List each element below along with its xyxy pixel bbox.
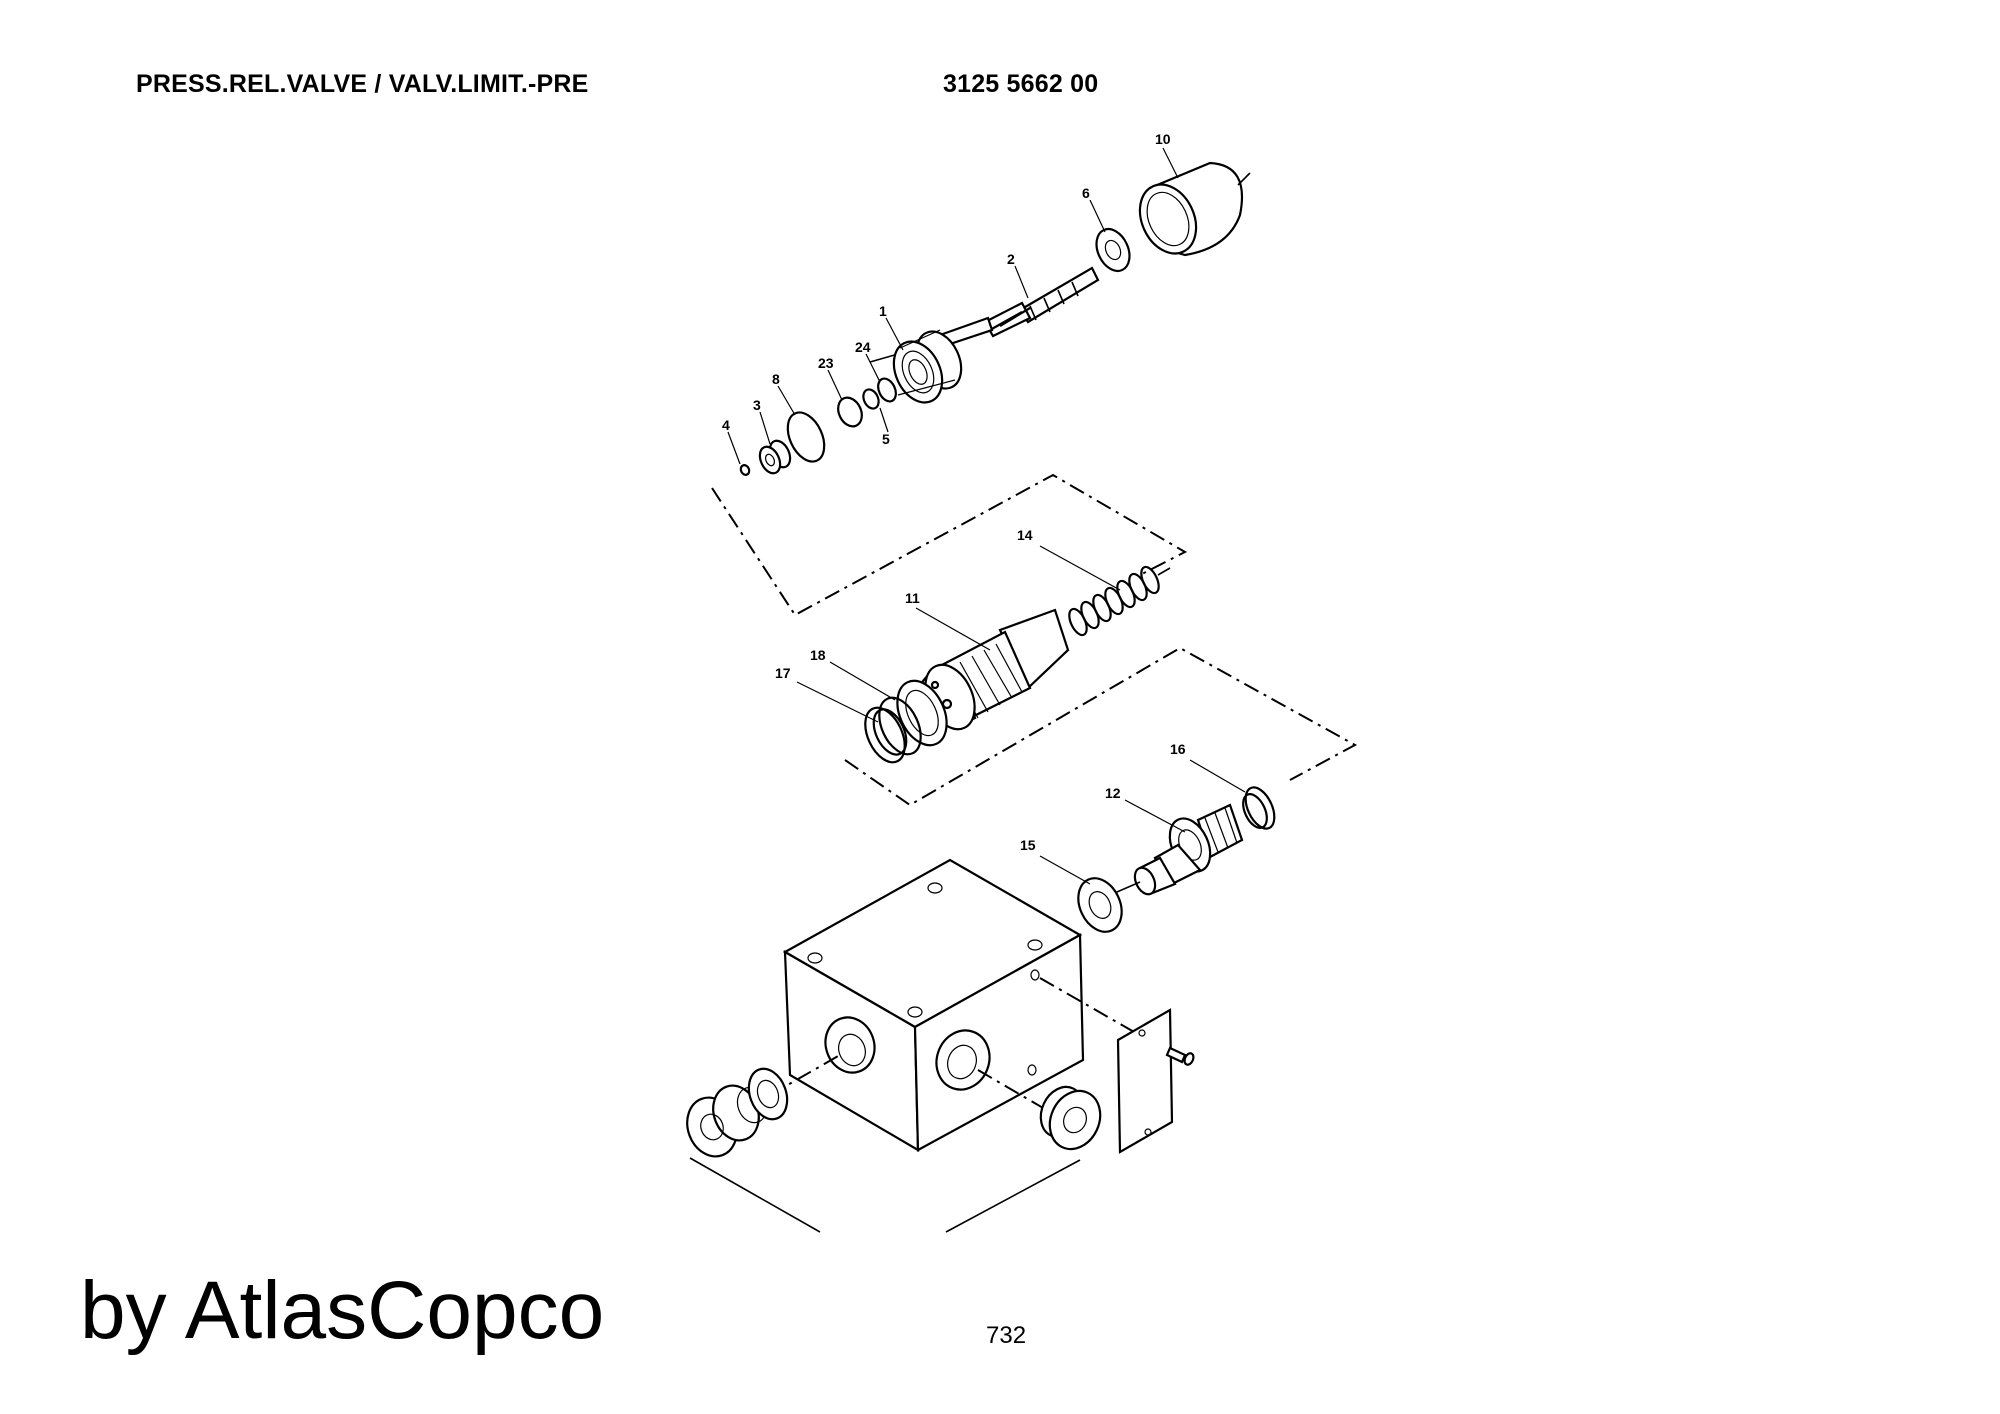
part-5-ring xyxy=(862,388,880,410)
callout-10: 10 xyxy=(1155,131,1171,147)
right-plug-axis xyxy=(977,1069,1051,1113)
part-18-ring xyxy=(878,696,922,756)
callout-3: 3 xyxy=(753,397,761,413)
callout-23: 23 xyxy=(818,355,834,371)
callout-17: 17 xyxy=(775,665,791,681)
part-10-cap xyxy=(1138,161,1251,257)
callout-5: 5 xyxy=(882,431,890,447)
part-3-plug xyxy=(758,439,792,475)
part-16-ring xyxy=(1244,786,1276,830)
bottom-frame-left xyxy=(689,1157,821,1233)
part-12-poppet xyxy=(1109,803,1244,896)
upper-assembly-frame xyxy=(711,473,1188,617)
part-15-washer xyxy=(1077,877,1123,933)
callout-11: 11 xyxy=(905,590,920,606)
callout-14: 14 xyxy=(1017,527,1033,543)
bottom-frame-right xyxy=(945,1159,1081,1233)
part-24-ring xyxy=(877,377,897,403)
callout-1: 1 xyxy=(879,303,887,319)
callout-16: 16 xyxy=(1170,741,1186,757)
part-number: 3125 5662 00 xyxy=(943,70,1099,98)
right-plug xyxy=(1039,1085,1102,1151)
part-14-spring xyxy=(1068,565,1171,637)
part-23-washer xyxy=(837,396,863,428)
part-17-ring xyxy=(864,706,906,764)
page-title: PRESS.REL.VALVE / VALV.LIMIT.-PRE xyxy=(136,70,589,98)
plate-alignment-line xyxy=(1039,977,1149,1041)
nameplate-screw xyxy=(1165,1046,1195,1066)
callout-4: 4 xyxy=(722,417,730,433)
part-11-cartridge xyxy=(896,608,1070,747)
callout-18: 18 xyxy=(810,647,826,663)
callout-24: 24 xyxy=(855,339,871,355)
nameplate xyxy=(1116,1008,1174,1154)
callout-6: 6 xyxy=(1082,185,1090,201)
left-washer xyxy=(747,1067,789,1121)
left-plug xyxy=(686,1084,768,1158)
callout-2: 2 xyxy=(1007,251,1015,267)
page-number: 732 xyxy=(986,1322,1027,1349)
callout-12: 12 xyxy=(1105,785,1121,801)
leader-lines xyxy=(727,147,1246,885)
callout-8: 8 xyxy=(772,371,780,387)
valve-block xyxy=(782,858,1085,1152)
brand-watermark: by AtlasCopco xyxy=(80,1265,605,1356)
part-8-o-ring xyxy=(786,411,826,463)
part-1-valve-body xyxy=(892,329,963,404)
part-4-small-ring xyxy=(739,464,751,476)
callout-15: 15 xyxy=(1020,837,1036,853)
part-6-nut xyxy=(1095,227,1131,273)
